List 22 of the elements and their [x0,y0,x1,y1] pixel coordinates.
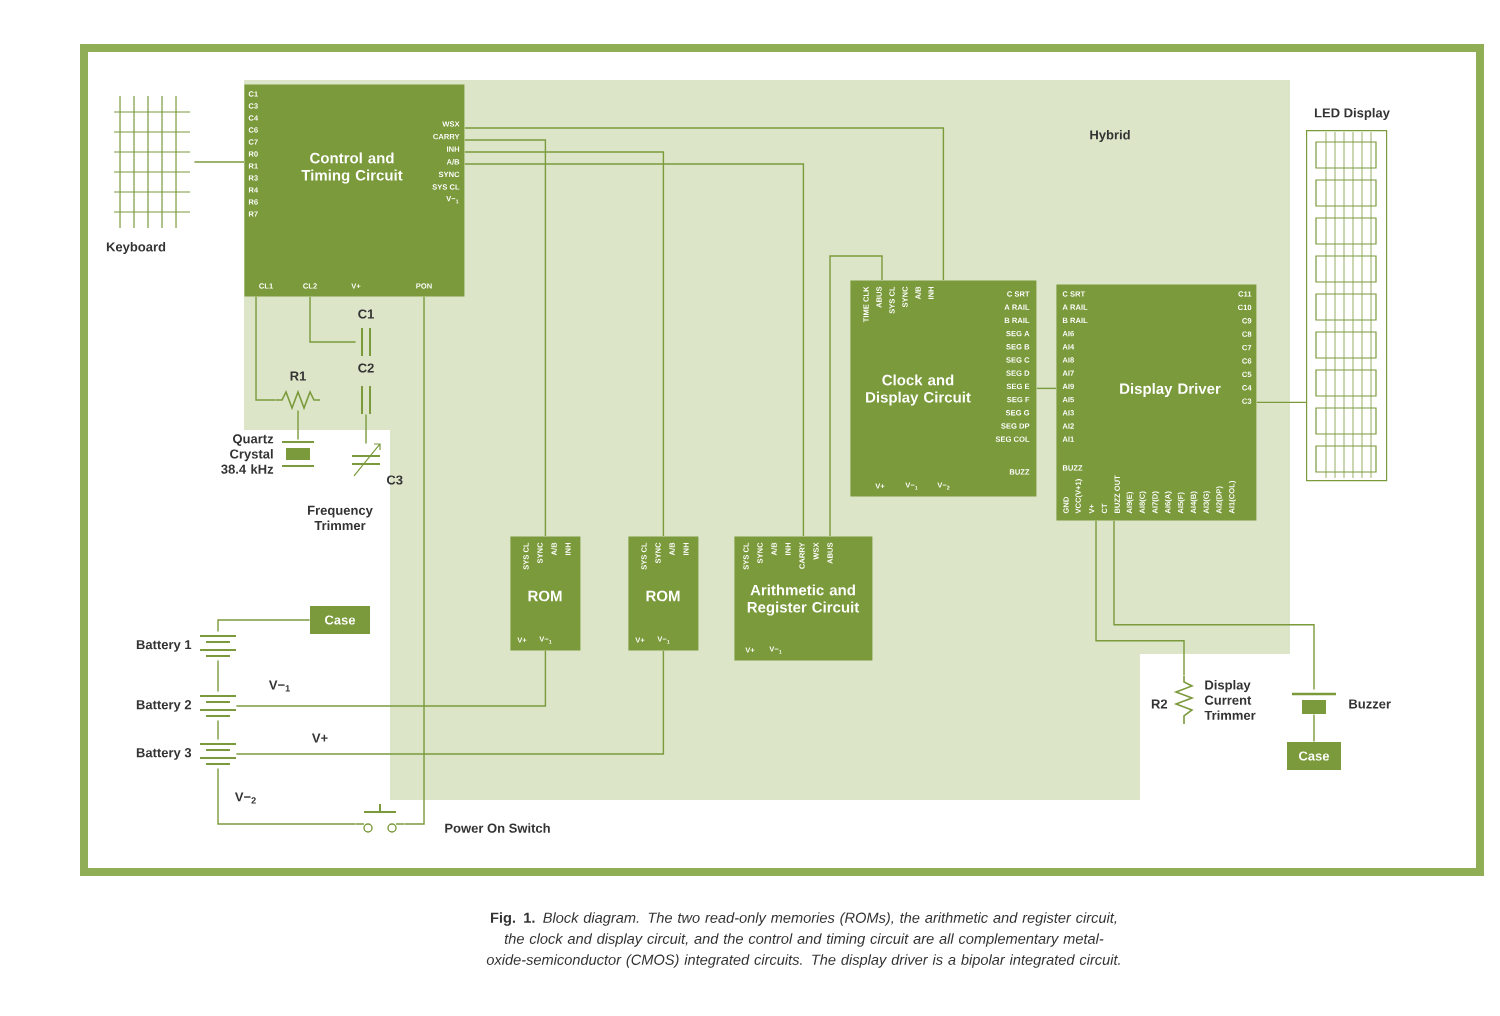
wire [309,296,357,343]
wire [217,767,357,825]
wire [235,650,547,707]
wire [217,719,219,741]
wire [235,650,665,755]
wire [1095,520,1185,677]
wire [1036,387,1057,390]
wire [464,139,547,537]
wire [464,127,945,281]
wire [297,409,299,441]
wire [217,659,219,693]
wire [1256,401,1307,404]
wire [193,161,245,163]
wire [464,163,805,537]
wire [464,151,665,537]
wire [1313,713,1315,743]
wire [365,413,367,445]
wire [829,255,883,537]
wire [1113,520,1315,691]
wire [217,619,311,633]
wire [255,296,277,401]
wire [403,296,425,825]
